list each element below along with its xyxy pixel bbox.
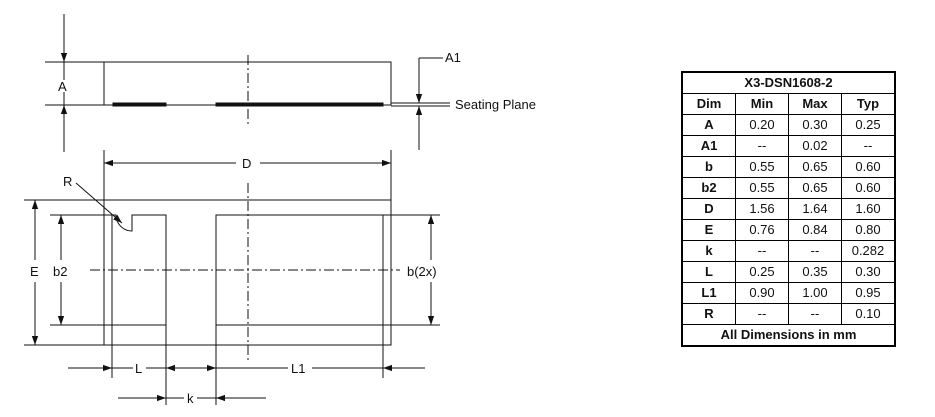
table-header-row: Dim Min Max Typ [681,93,896,115]
row-dim: b2 [681,177,736,199]
label-A: A [58,79,67,94]
label-b-2x: b(2x) [407,264,437,279]
row-max: 0.65 [788,177,842,199]
label-b2: b2 [53,264,67,279]
table-row: R----0.10 [681,303,896,325]
row-typ: 0.10 [841,303,896,325]
row-max: -- [788,303,842,325]
row-dim: L [681,261,736,283]
row-typ: 0.282 [841,240,896,262]
label-R: R [63,174,72,189]
row-typ: 0.60 [841,156,896,178]
row-min: -- [735,303,789,325]
table-footer: All Dimensions in mm [681,324,896,347]
row-min: -- [735,240,789,262]
row-typ: 0.60 [841,177,896,199]
header-typ: Typ [841,93,896,115]
side-view [45,14,450,152]
label-E: E [30,264,39,279]
row-dim: E [681,219,736,241]
row-dim: A1 [681,135,736,157]
row-max: 1.00 [788,282,842,304]
bottom-view [24,150,440,405]
table-row: k----0.282 [681,240,896,262]
label-k: k [187,391,194,406]
row-max: -- [788,240,842,262]
row-min: 0.76 [735,219,789,241]
label-D: D [242,156,251,171]
dim-R-leader [75,182,123,224]
label-seating-plane: Seating Plane [455,97,536,112]
row-typ: 0.80 [841,219,896,241]
row-dim: b [681,156,736,178]
header-min: Min [735,93,789,115]
row-max: 0.30 [788,114,842,136]
row-typ: 1.60 [841,198,896,220]
row-max: 0.02 [788,135,842,157]
header-max: Max [788,93,842,115]
row-min: 0.55 [735,177,789,199]
side-right-pad [215,102,384,107]
table-title: X3-DSN1608-2 [681,71,896,94]
row-dim: k [681,240,736,262]
row-max: 0.84 [788,219,842,241]
table-row: A1--0.02-- [681,135,896,157]
row-typ: 0.95 [841,282,896,304]
row-min: 1.56 [735,198,789,220]
row-dim: A [681,114,736,136]
row-dim: L1 [681,282,736,304]
row-min: 0.55 [735,156,789,178]
row-min: 0.25 [735,261,789,283]
row-min: -- [735,135,789,157]
label-A1: A1 [445,50,461,65]
row-typ: 0.30 [841,261,896,283]
row-dim: R [681,303,736,325]
row-min: 0.90 [735,282,789,304]
row-typ: -- [841,135,896,157]
side-left-pad [112,102,167,107]
row-max: 0.65 [788,156,842,178]
label-L: L [135,361,142,376]
header-dim: Dim [681,93,736,115]
row-dim: D [681,198,736,220]
row-typ: 0.25 [841,114,896,136]
row-max: 1.64 [788,198,842,220]
row-min: 0.20 [735,114,789,136]
row-max: 0.35 [788,261,842,283]
label-L1: L1 [291,361,305,376]
